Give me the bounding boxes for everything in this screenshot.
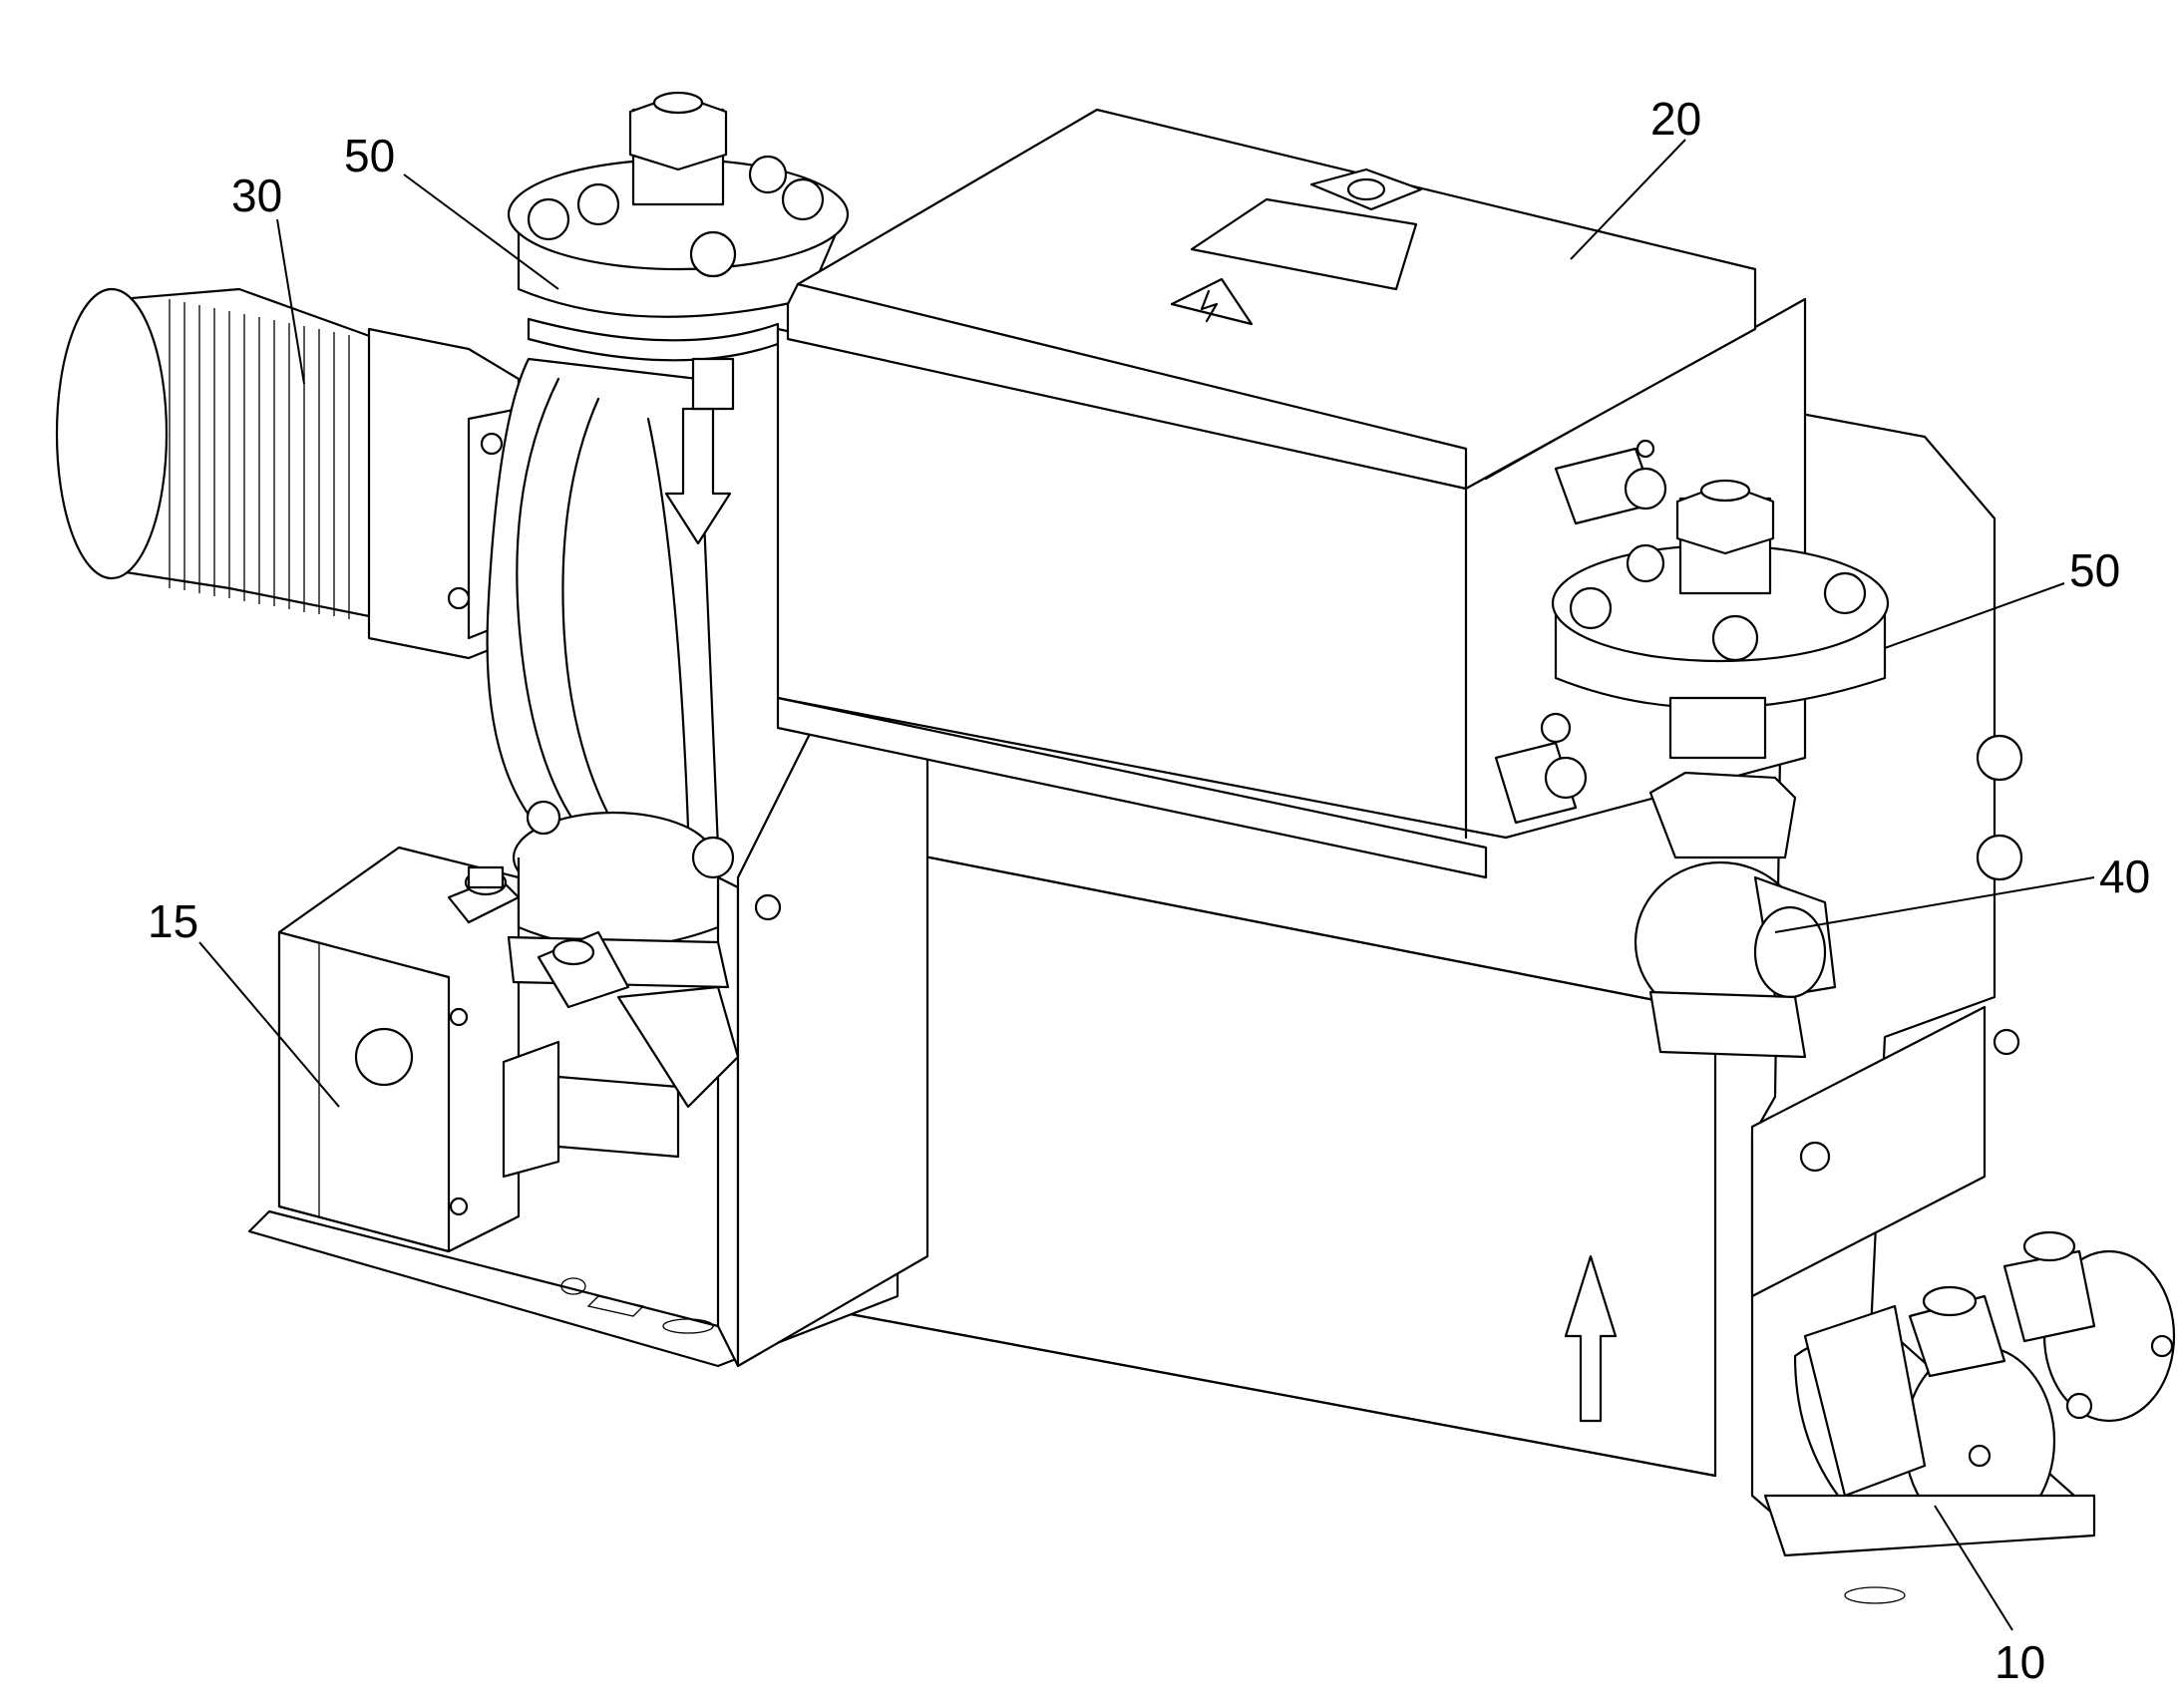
callout-label-40: 40 [2099,851,2150,902]
leader-20 [1570,139,1686,260]
callout-leaders [198,139,2095,1631]
left-support-plate [736,716,929,1368]
callout-label-30: 30 [231,170,282,221]
callout-label-15: 15 [148,895,198,947]
leader-50-right [1884,582,2065,649]
leader-50-left [403,173,559,290]
callout-label-20: 20 [1650,93,1701,145]
high-voltage-warning-icon [1170,277,1254,326]
control-box [277,846,521,1253]
leader-30 [276,218,305,385]
leader-15 [198,941,340,1108]
callout-label-50-left: 50 [344,130,395,181]
pump-volute [447,357,720,850]
callout-label-10: 10 [1995,1636,2045,1688]
flow-arrow-down-icon [664,407,732,545]
leader-10 [1934,1505,2013,1631]
electrical-enclosure [776,108,1807,879]
pump-lower-flange [507,800,735,1009]
right-plate-nuts [1799,734,2023,1173]
callout-label-50-right: 50 [2069,544,2120,596]
motor-shaft [502,985,740,1179]
check-valve [1634,771,1837,1059]
leader-40 [1774,876,2095,933]
flow-arrow-up-icon [1564,1254,1618,1423]
left-top-flange [507,91,850,411]
callout-labels: 20 50 30 50 40 15 10 [148,93,2150,1688]
inlet-couplings [1763,1230,2176,1604]
right-top-flange [1551,479,1890,760]
